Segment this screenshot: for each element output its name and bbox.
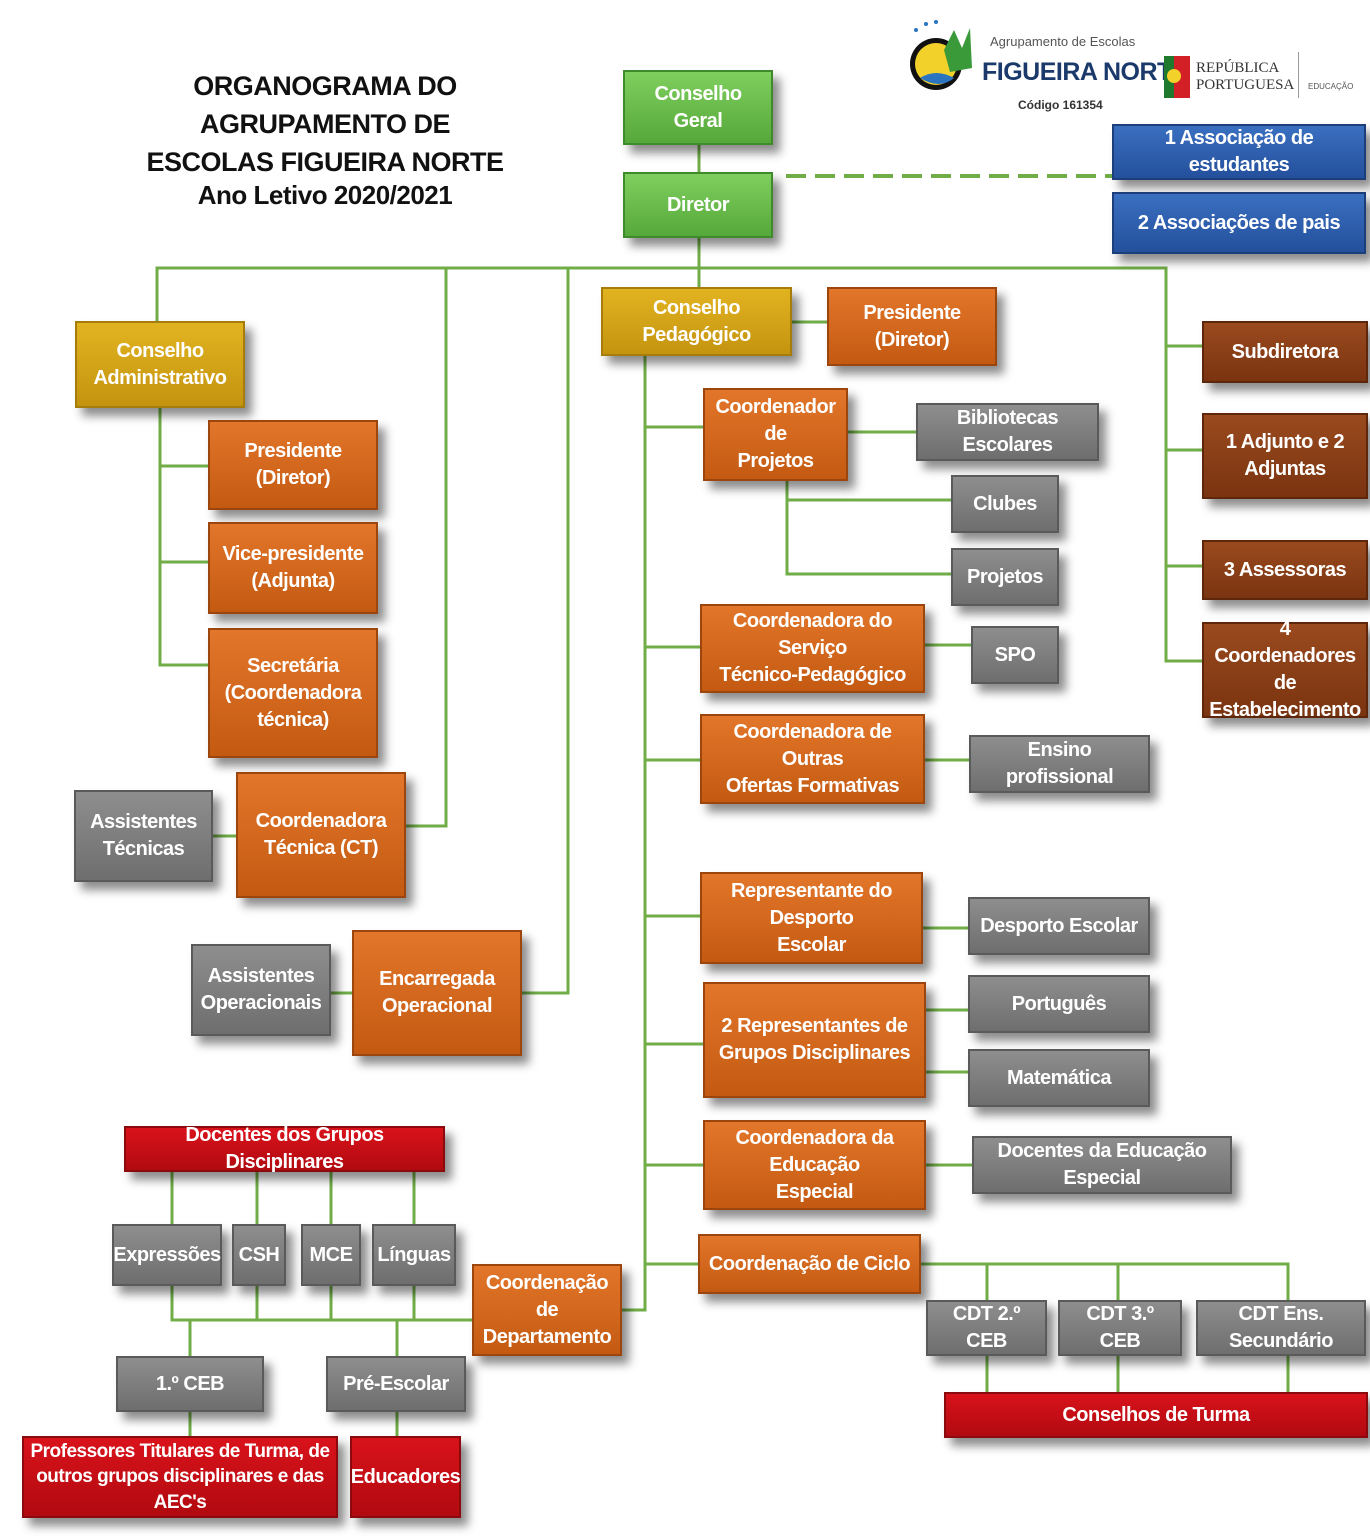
- ministry-label: EDUCAÇÃO: [1308, 82, 1354, 91]
- box-assistentes-operacionais: Assistentes Operacionais: [191, 944, 331, 1036]
- box-bibliotecas-escolares: Bibliotecas Escolares: [916, 403, 1099, 461]
- box-ca-secretaria: Secretária (Coordenadora técnica): [208, 628, 378, 758]
- connector-cp-branches: [643, 425, 705, 1266]
- box-cdt-3-ceb: CDT 3.º CEB: [1058, 1300, 1182, 1356]
- box-representante-desporto: Representante do Desporto Escolar: [700, 872, 923, 964]
- box-docentes-grupos: Docentes dos Grupos Disciplinares: [124, 1124, 445, 1173]
- box-professores-titulares: Professores Titulares de Turma, de outro…: [22, 1436, 338, 1518]
- connector-bus-eo: [520, 266, 570, 995]
- box-conselho-administrativo: Conselho Administrativo: [75, 321, 245, 408]
- box-coordenadora-educacao-especial: Coordenadora da Educação Especial: [703, 1120, 926, 1210]
- logo-group-label: Agrupamento de Escolas: [990, 34, 1136, 49]
- logo-area: Agrupamento de Escolas FIGUEIRA NORTE Có…: [906, 14, 1366, 114]
- box-conselho-geral: Conselho Geral: [623, 70, 773, 145]
- box-ca-vice-presidente: Vice-presidente (Adjunta): [208, 522, 378, 614]
- chart-title: ORGANOGRAMA DO AGRUPAMENTO DE ESCOLAS FI…: [146, 71, 504, 177]
- box-conselho-pedagogico: Conselho Pedagógico: [601, 287, 792, 356]
- box-csh: CSH: [232, 1224, 286, 1286]
- box-desporto-escolar: Desporto Escolar: [968, 897, 1150, 955]
- box-adjuntos: 1 Adjunto e 2 Adjuntas: [1202, 413, 1368, 499]
- box-expressoes: Expressões: [112, 1224, 222, 1286]
- box-cdt-ens-secundario: CDT Ens. Secundário: [1196, 1300, 1366, 1356]
- box-encarregada-operacional: Encarregada Operacional: [352, 930, 522, 1056]
- connector-rgd-subs: [924, 1008, 970, 1074]
- republic-emblem-icon: [1164, 56, 1190, 98]
- connector-bus-ct: [404, 266, 448, 828]
- connector-cdt-turma: [985, 1354, 1290, 1394]
- box-coordenadora-servico-tecnico-pedagogico: Coordenadora do Serviço Técnico-Pedagógi…: [700, 604, 925, 693]
- logo-code: Código 161354: [1018, 98, 1103, 112]
- box-coordenadora-tecnica: Coordenadora Técnica (CT): [236, 772, 406, 898]
- logo-school-name: FIGUEIRA NORTE: [982, 58, 1188, 86]
- box-subdiretora: Subdiretora: [1202, 321, 1368, 383]
- box-cdt-2-ceb: CDT 2.º CEB: [926, 1300, 1047, 1356]
- box-assessoras: 3 Assessoras: [1202, 540, 1368, 600]
- box-diretor: Diretor: [623, 172, 773, 238]
- box-spo: SPO: [971, 626, 1059, 684]
- box-coordenador-projetos: Coordenador de Projetos: [703, 388, 848, 481]
- logo-separator: [1298, 52, 1299, 98]
- school-year: Ano Letivo 2020/2021: [197, 180, 453, 210]
- box-associacoes-pais: 2 Associações de pais: [1112, 192, 1366, 254]
- box-mce: MCE: [301, 1224, 361, 1286]
- connector-subs-bus: [170, 1284, 474, 1322]
- box-representantes-grupos: 2 Representantes de Grupos Disciplinares: [703, 982, 926, 1098]
- box-assistentes-tecnicas: Assistentes Técnicas: [74, 790, 213, 882]
- connector-bus-ceb-pre: [188, 1318, 399, 1358]
- box-ca-presidente: Presidente (Diretor): [208, 420, 378, 510]
- box-educadores: Educadores: [350, 1436, 461, 1518]
- connector-right-items: [1164, 344, 1204, 663]
- box-coordenacao-ciclo: Coordenação de Ciclo: [698, 1234, 921, 1294]
- school-logo-icon: [910, 20, 972, 90]
- box-associacao-estudantes: 1 Associação de estudantes: [1112, 124, 1366, 180]
- box-docentes-educacao-especial: Docentes da Educação Especial: [972, 1136, 1232, 1194]
- box-pre-escolar: Pré-Escolar: [326, 1356, 466, 1412]
- connector-projetos-subs: [785, 430, 953, 576]
- connector-cp-spine: [620, 354, 647, 1312]
- box-cp-presidente: Presidente (Diretor): [827, 287, 997, 366]
- connector-ca-members: [158, 406, 210, 667]
- box-1-ceb: 1.º CEB: [116, 1356, 264, 1412]
- box-linguas: Línguas: [372, 1224, 456, 1286]
- box-conselhos-turma: Conselhos de Turma: [944, 1392, 1368, 1438]
- box-matematica: Matemática: [968, 1049, 1150, 1107]
- box-projetos: Projetos: [951, 548, 1059, 606]
- box-coordenacao-departamento: Coordenação de Departamento: [472, 1264, 622, 1356]
- republic-label: REPÚBLICA PORTUGUESA: [1196, 60, 1295, 93]
- connector-dg-subs: [170, 1170, 416, 1226]
- connector-ciclo-bus: [919, 1262, 1290, 1302]
- box-clubes: Clubes: [951, 475, 1059, 533]
- box-coordenadora-outras-ofertas: Coordenadora de Outras Ofertas Formativa…: [700, 714, 925, 804]
- box-ensino-profissional: Ensino profissional: [969, 735, 1150, 793]
- box-coordenadores-estabelecimento: 4 Coordenadores de Estabelecimento: [1202, 618, 1368, 721]
- box-portugues: Português: [968, 975, 1150, 1033]
